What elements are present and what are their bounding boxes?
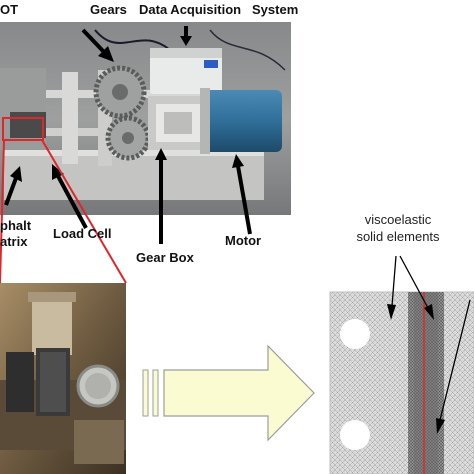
label-gear-box: Gear Box <box>136 250 194 265</box>
label-solid-elements: solid elements <box>356 229 440 244</box>
label-data-acquisition: Data Acquisition <box>139 2 242 17</box>
arrow-load-cell <box>52 164 88 229</box>
label-viscoelastic: viscoelastic <box>364 212 432 227</box>
load-cell-icon <box>6 348 70 416</box>
apparatus-photo <box>0 22 291 215</box>
viscoelastic-arrows <box>387 255 471 434</box>
zoom-lines <box>0 139 127 284</box>
label-motor: Motor <box>225 233 262 248</box>
label-matrix: atrix <box>0 234 28 249</box>
label-system: System <box>252 2 299 17</box>
arrow-data-acquisition <box>180 26 192 46</box>
specimen-closeup-photo <box>0 283 126 474</box>
label-gears: Gears <box>90 2 127 17</box>
arrow-gears <box>81 28 114 62</box>
arrow-right-icon <box>142 344 315 442</box>
annotation-arrows <box>4 26 252 244</box>
arrow-motor <box>232 154 252 235</box>
gear-icon <box>93 65 151 161</box>
label-load-cell: Load Cell <box>53 226 112 241</box>
motor-icon <box>200 88 282 154</box>
label-dot: OT <box>0 2 19 17</box>
fe-mesh <box>329 291 474 474</box>
arrow-asphalt <box>4 166 22 206</box>
arrow-gear-box <box>155 148 167 244</box>
label-asphalt: phalt <box>0 218 32 233</box>
